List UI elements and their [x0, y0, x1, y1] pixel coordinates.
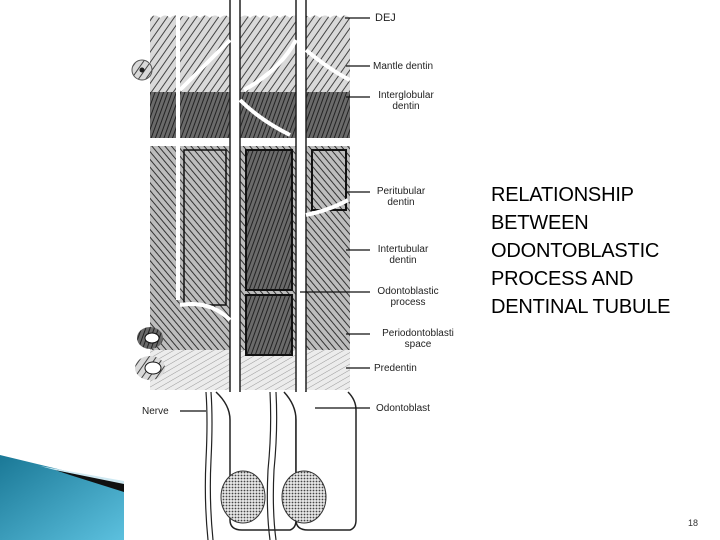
label-peritubular-dentin: Peritubular dentin [376, 186, 426, 208]
label-interglobular-dentin: Interglobular dentin [378, 90, 434, 112]
label-odontoblastic-process: Odontoblastic process [377, 286, 439, 308]
label-predentin: Predentin [374, 363, 417, 374]
label-nerve: Nerve [142, 406, 169, 417]
slide-title: RELATIONSHIP BETWEEN ODONTOBLASTIC PROCE… [491, 181, 716, 321]
label-odontoblast: Odontoblast [376, 403, 430, 414]
dentin-tubule-diagram: DEJ Mantle dentin Interglobular dentin P… [120, 0, 480, 540]
page-number: 18 [688, 518, 699, 528]
title-line: PROCESS AND [491, 268, 634, 290]
title-line: ODONTOBLASTIC [491, 240, 660, 262]
diagram-illustration [131, 0, 370, 540]
label-periodontoblastic-space: Periodontoblasti space [382, 328, 454, 350]
title-line: BETWEEN [491, 212, 589, 234]
title-line: DENTINAL TUBULE [491, 296, 671, 318]
label-intertubular-dentin: Intertubular dentin [377, 244, 429, 266]
decorative-wedge [0, 455, 124, 540]
label-mantle-dentin: Mantle dentin [373, 61, 434, 72]
label-dej: DEJ [375, 12, 396, 24]
title-line: RELATIONSHIP [491, 184, 634, 206]
